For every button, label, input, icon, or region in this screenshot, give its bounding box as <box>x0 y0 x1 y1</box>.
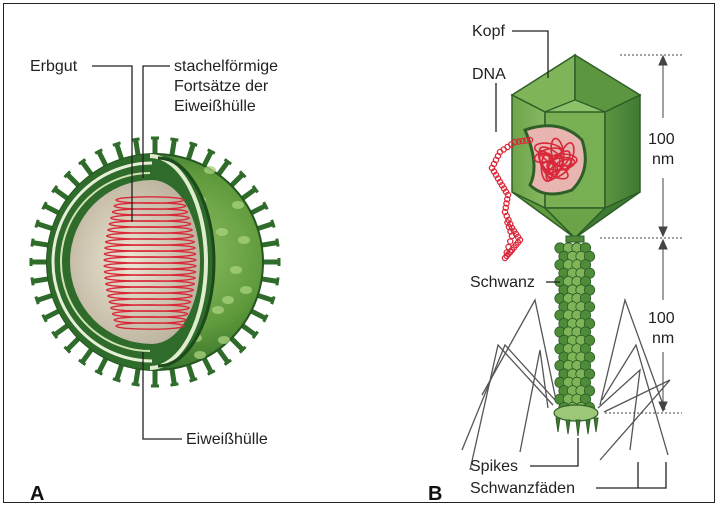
label-schwanzfaeden: Schwanzfäden <box>470 480 575 497</box>
dim-bottom-unit: nm <box>652 330 674 347</box>
label-fortsaetze-3: Eiweißhülle <box>174 98 256 115</box>
baseplate <box>554 405 598 421</box>
dim-top-value: 100 <box>648 131 675 148</box>
label-eiweisshuelle: Eiweißhülle <box>186 431 268 448</box>
label-fortsaetze-1: stachelförmige <box>174 58 278 75</box>
label-dna: DNA <box>472 66 506 83</box>
leader-schwanzfaeden <box>596 462 666 488</box>
leader-kopf <box>512 31 548 78</box>
label-fortsaetze-2: Fortsätze der <box>174 78 269 95</box>
dim-top-unit: nm <box>652 151 674 168</box>
panel-a: Erbgut stachelförmige Fortsätze der Eiwe… <box>30 58 279 505</box>
panel-letter-b: B <box>428 483 442 505</box>
leader-spikes <box>530 438 578 466</box>
capsid-face-right <box>605 95 640 208</box>
label-schwanz: Schwanz <box>470 274 535 291</box>
tail-sheath <box>555 243 595 413</box>
label-spikes: Spikes <box>470 458 518 475</box>
spikes <box>556 418 598 436</box>
panel-b: 100 nm 100 nm Kopf DNA Schwanz Spikes Sc… <box>428 23 682 505</box>
label-erbgut: Erbgut <box>30 58 78 75</box>
panel-letter-a: A <box>30 483 44 505</box>
collar <box>566 236 584 242</box>
label-kopf: Kopf <box>472 23 505 40</box>
dim-bottom-value: 100 <box>648 310 675 327</box>
